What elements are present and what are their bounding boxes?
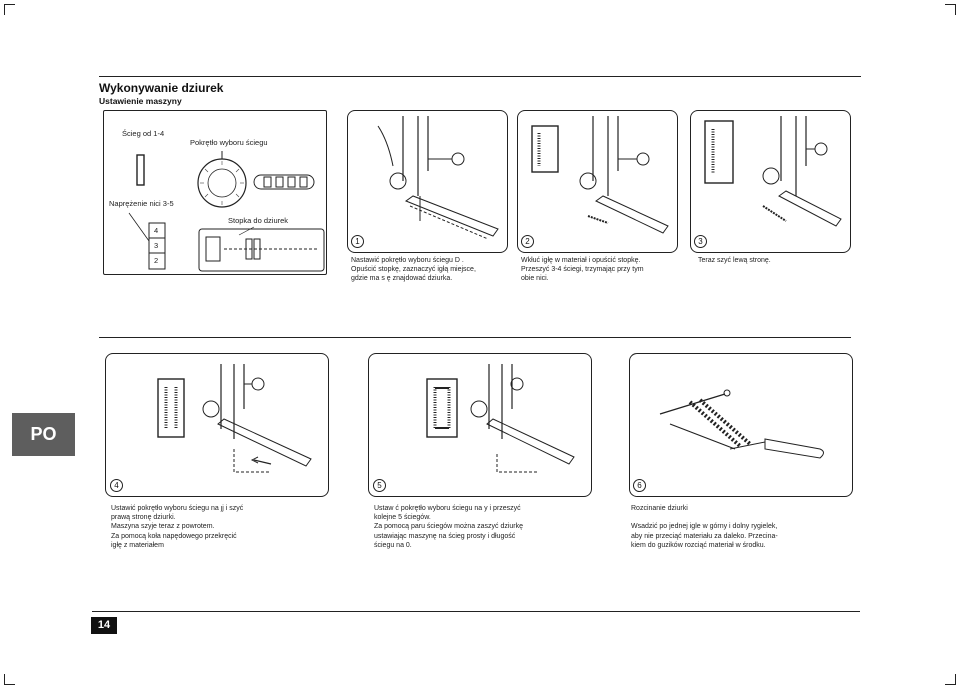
- page-number: 14: [91, 617, 117, 634]
- step-5-number: 5: [373, 479, 386, 492]
- machine-setup-panel: Ścieg od 1-4 Pokrętło wyboru ściegu Napr…: [103, 110, 327, 275]
- step-5-illustration-panel: [368, 353, 592, 497]
- crop-mark-top-right: [945, 4, 956, 15]
- stitch-label: Ścieg od 1-4: [122, 129, 165, 138]
- step-4-number: 4: [110, 479, 123, 492]
- buttonhole-start-illustration: [531, 116, 669, 234]
- step-3-illustration-panel: [690, 110, 851, 253]
- step-4-caption: Ustawić pokrętło wyboru ściegu na ȷj i s…: [111, 505, 244, 549]
- step-3-caption: Teraz szyć lewą stronę.: [698, 257, 771, 264]
- tension-value-2: 2: [154, 256, 159, 265]
- bottom-rule: [92, 611, 860, 612]
- step-2-illustration-panel: [517, 110, 678, 253]
- left-side-sewing-illustration: [704, 116, 842, 227]
- step-6-illustration-panel: [629, 353, 853, 497]
- dial-label: Pokrętło wyboru ściegu: [190, 138, 268, 147]
- step-2-caption: Wkłuć igłę w materiał i opuścić stopkę.P…: [521, 257, 644, 283]
- middle-rule: [99, 337, 851, 338]
- step-4-illustration-panel: [105, 353, 329, 497]
- tension-value-3: 3: [154, 241, 159, 250]
- step-5-caption: Ustaw ć pokrętło wyboru ściegu na y i pr…: [374, 505, 524, 549]
- page-subtitle: Ustawienie maszyny: [99, 96, 182, 106]
- step-6-number: 6: [633, 479, 646, 492]
- foot-label: Stopka do dziurek: [228, 216, 289, 225]
- language-tab: PO: [12, 413, 75, 456]
- crop-mark-bottom-right: [945, 674, 956, 685]
- machine-setup-illustration: [128, 151, 325, 272]
- right-side-sewing-illustration: [157, 364, 312, 473]
- crop-mark-top-left: [4, 4, 15, 15]
- tension-value-4: 4: [154, 226, 159, 235]
- step-2-number: 2: [521, 235, 534, 248]
- presser-foot-illustration: [377, 116, 499, 240]
- step-3-number: 3: [694, 235, 707, 248]
- final-bartack-illustration: [426, 364, 575, 473]
- tension-label: Naprężenie nici 3-5: [109, 199, 174, 208]
- crop-mark-bottom-left: [4, 674, 15, 685]
- step-1-caption: Nastawić pokrętło wyboru ściegu D .Opuśc…: [351, 257, 476, 283]
- top-rule: [99, 76, 861, 77]
- page-title: Wykonywanie dziurek: [99, 81, 224, 95]
- step-1-illustration-panel: [347, 110, 508, 253]
- buttonhole-cutting-illustration: [659, 389, 824, 459]
- step-1-number: 1: [351, 235, 364, 248]
